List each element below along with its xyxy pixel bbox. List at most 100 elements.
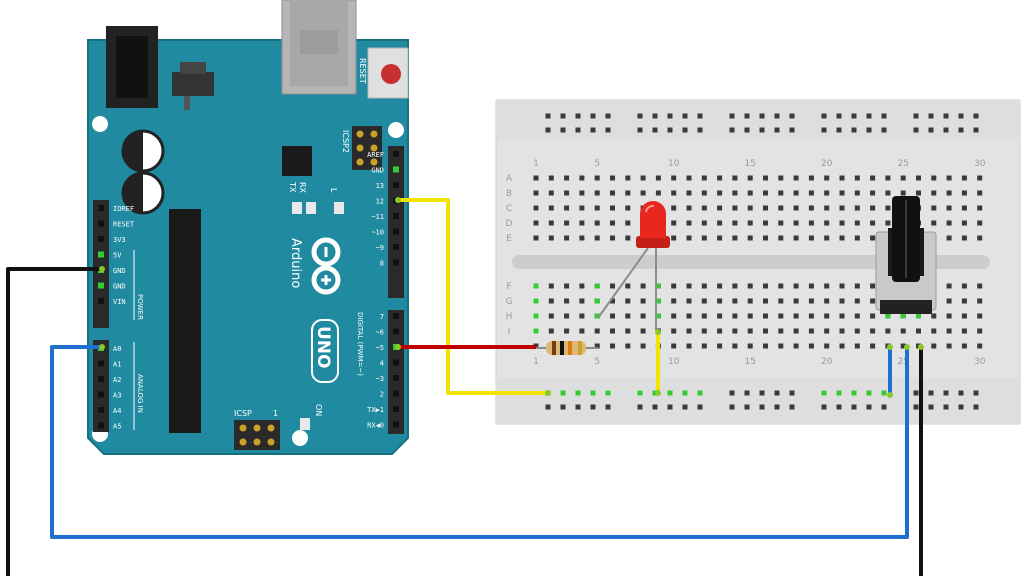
breadboard-hole[interactable]: [793, 190, 799, 196]
breadboard-hole[interactable]: [824, 313, 830, 319]
rail-hole[interactable]: [836, 113, 842, 119]
header-pin[interactable]: [393, 151, 399, 157]
header-pin[interactable]: [393, 390, 399, 397]
breadboard-hole[interactable]: [961, 298, 967, 304]
rail-hole[interactable]: [682, 404, 688, 410]
header-pin[interactable]: [393, 259, 399, 266]
header-pin[interactable]: [98, 422, 104, 429]
breadboard-hole[interactable]: [533, 220, 539, 226]
rail-hole[interactable]: [881, 404, 887, 410]
breadboard-hole[interactable]: [564, 220, 570, 226]
breadboard-hole[interactable]: [900, 175, 906, 181]
rail-hole[interactable]: [729, 390, 735, 396]
header-pin[interactable]: [393, 421, 399, 428]
rail-hole[interactable]: [697, 404, 703, 410]
breadboard-hole[interactable]: [808, 220, 814, 226]
breadboard-hole[interactable]: [671, 313, 677, 319]
breadboard-hole[interactable]: [732, 313, 738, 319]
breadboard-hole[interactable]: [793, 343, 799, 349]
breadboard-hole[interactable]: [640, 328, 646, 334]
breadboard-hole[interactable]: [564, 328, 570, 334]
rail-hole[interactable]: [973, 113, 979, 119]
breadboard-hole[interactable]: [564, 175, 570, 181]
breadboard-hole[interactable]: [778, 205, 784, 211]
breadboard-hole[interactable]: [763, 205, 768, 211]
breadboard-hole[interactable]: [977, 328, 983, 334]
header-pin[interactable]: [98, 407, 104, 413]
breadboard-hole[interactable]: [931, 343, 937, 349]
breadboard-hole[interactable]: [977, 283, 983, 289]
breadboard-hole[interactable]: [594, 343, 600, 349]
rail-hole[interactable]: [682, 113, 688, 119]
rail-hole[interactable]: [973, 404, 979, 410]
breadboard-hole[interactable]: [778, 175, 784, 181]
rail-hole[interactable]: [928, 390, 934, 396]
breadboard-hole[interactable]: [793, 313, 799, 319]
rail-hole[interactable]: [545, 404, 551, 410]
breadboard-hole[interactable]: [701, 190, 707, 196]
breadboard-hole[interactable]: [625, 235, 631, 241]
rail-hole[interactable]: [913, 404, 919, 410]
breadboard-hole[interactable]: [747, 283, 753, 289]
breadboard-hole[interactable]: [870, 190, 876, 196]
breadboard-hole[interactable]: [793, 175, 799, 181]
rail-hole[interactable]: [789, 113, 795, 119]
rail-hole[interactable]: [637, 404, 643, 410]
breadboard-hole[interactable]: [625, 343, 631, 349]
breadboard-hole[interactable]: [824, 283, 830, 289]
breadboard-hole[interactable]: [961, 175, 967, 181]
breadboard-hole[interactable]: [870, 283, 876, 289]
breadboard-hole[interactable]: [671, 220, 677, 226]
breadboard-hole[interactable]: [579, 328, 585, 334]
breadboard-hole[interactable]: [732, 343, 738, 349]
rail-hole[interactable]: [729, 113, 735, 119]
breadboard-hole[interactable]: [946, 175, 952, 181]
breadboard-hole[interactable]: [686, 298, 692, 304]
breadboard-hole[interactable]: [824, 190, 830, 196]
rail-hole[interactable]: [560, 127, 566, 133]
breadboard-hole[interactable]: [839, 328, 845, 334]
breadboard-hole[interactable]: [671, 205, 677, 211]
breadboard-hole[interactable]: [747, 343, 753, 349]
breadboard-hole[interactable]: [564, 190, 570, 196]
rail-hole[interactable]: [729, 127, 735, 133]
breadboard-hole[interactable]: [977, 220, 983, 226]
breadboard-hole[interactable]: [808, 283, 814, 289]
breadboard-hole[interactable]: [717, 298, 723, 304]
breadboard-hole[interactable]: [548, 313, 554, 319]
breadboard-hole[interactable]: [946, 283, 952, 289]
breadboard-hole[interactable]: [747, 328, 753, 334]
breadboard-hole[interactable]: [931, 220, 937, 226]
breadboard-hole[interactable]: [763, 235, 768, 241]
rail-hole[interactable]: [590, 127, 596, 133]
breadboard-hole[interactable]: [763, 343, 768, 349]
reset-button[interactable]: [367, 47, 409, 99]
rail-hole[interactable]: [958, 404, 964, 410]
breadboard-hole[interactable]: [686, 205, 692, 211]
rail-hole[interactable]: [789, 390, 795, 396]
rail-hole[interactable]: [836, 404, 842, 410]
breadboard-hole[interactable]: [717, 283, 723, 289]
breadboard-hole[interactable]: [625, 298, 631, 304]
breadboard-hole[interactable]: [763, 283, 768, 289]
rail-hole[interactable]: [652, 127, 658, 133]
rail-hole[interactable]: [545, 113, 551, 119]
breadboard-hole[interactable]: [594, 328, 600, 334]
breadboard-hole[interactable]: [717, 220, 723, 226]
breadboard-hole[interactable]: [640, 175, 646, 181]
breadboard-hole[interactable]: [793, 205, 799, 211]
breadboard-hole[interactable]: [808, 190, 814, 196]
breadboard-hole[interactable]: [931, 175, 937, 181]
breadboard-hole[interactable]: [946, 205, 952, 211]
breadboard-hole[interactable]: [579, 298, 585, 304]
breadboard-hole[interactable]: [931, 313, 937, 319]
breadboard-hole[interactable]: [533, 190, 539, 196]
breadboard-hole[interactable]: [824, 220, 830, 226]
breadboard-hole[interactable]: [610, 220, 615, 226]
breadboard-hole[interactable]: [839, 283, 845, 289]
breadboard-hole[interactable]: [548, 190, 554, 196]
breadboard-hole[interactable]: [701, 205, 707, 211]
breadboard-hole[interactable]: [870, 313, 876, 319]
breadboard-hole[interactable]: [885, 175, 891, 181]
header-pin[interactable]: [393, 406, 399, 412]
